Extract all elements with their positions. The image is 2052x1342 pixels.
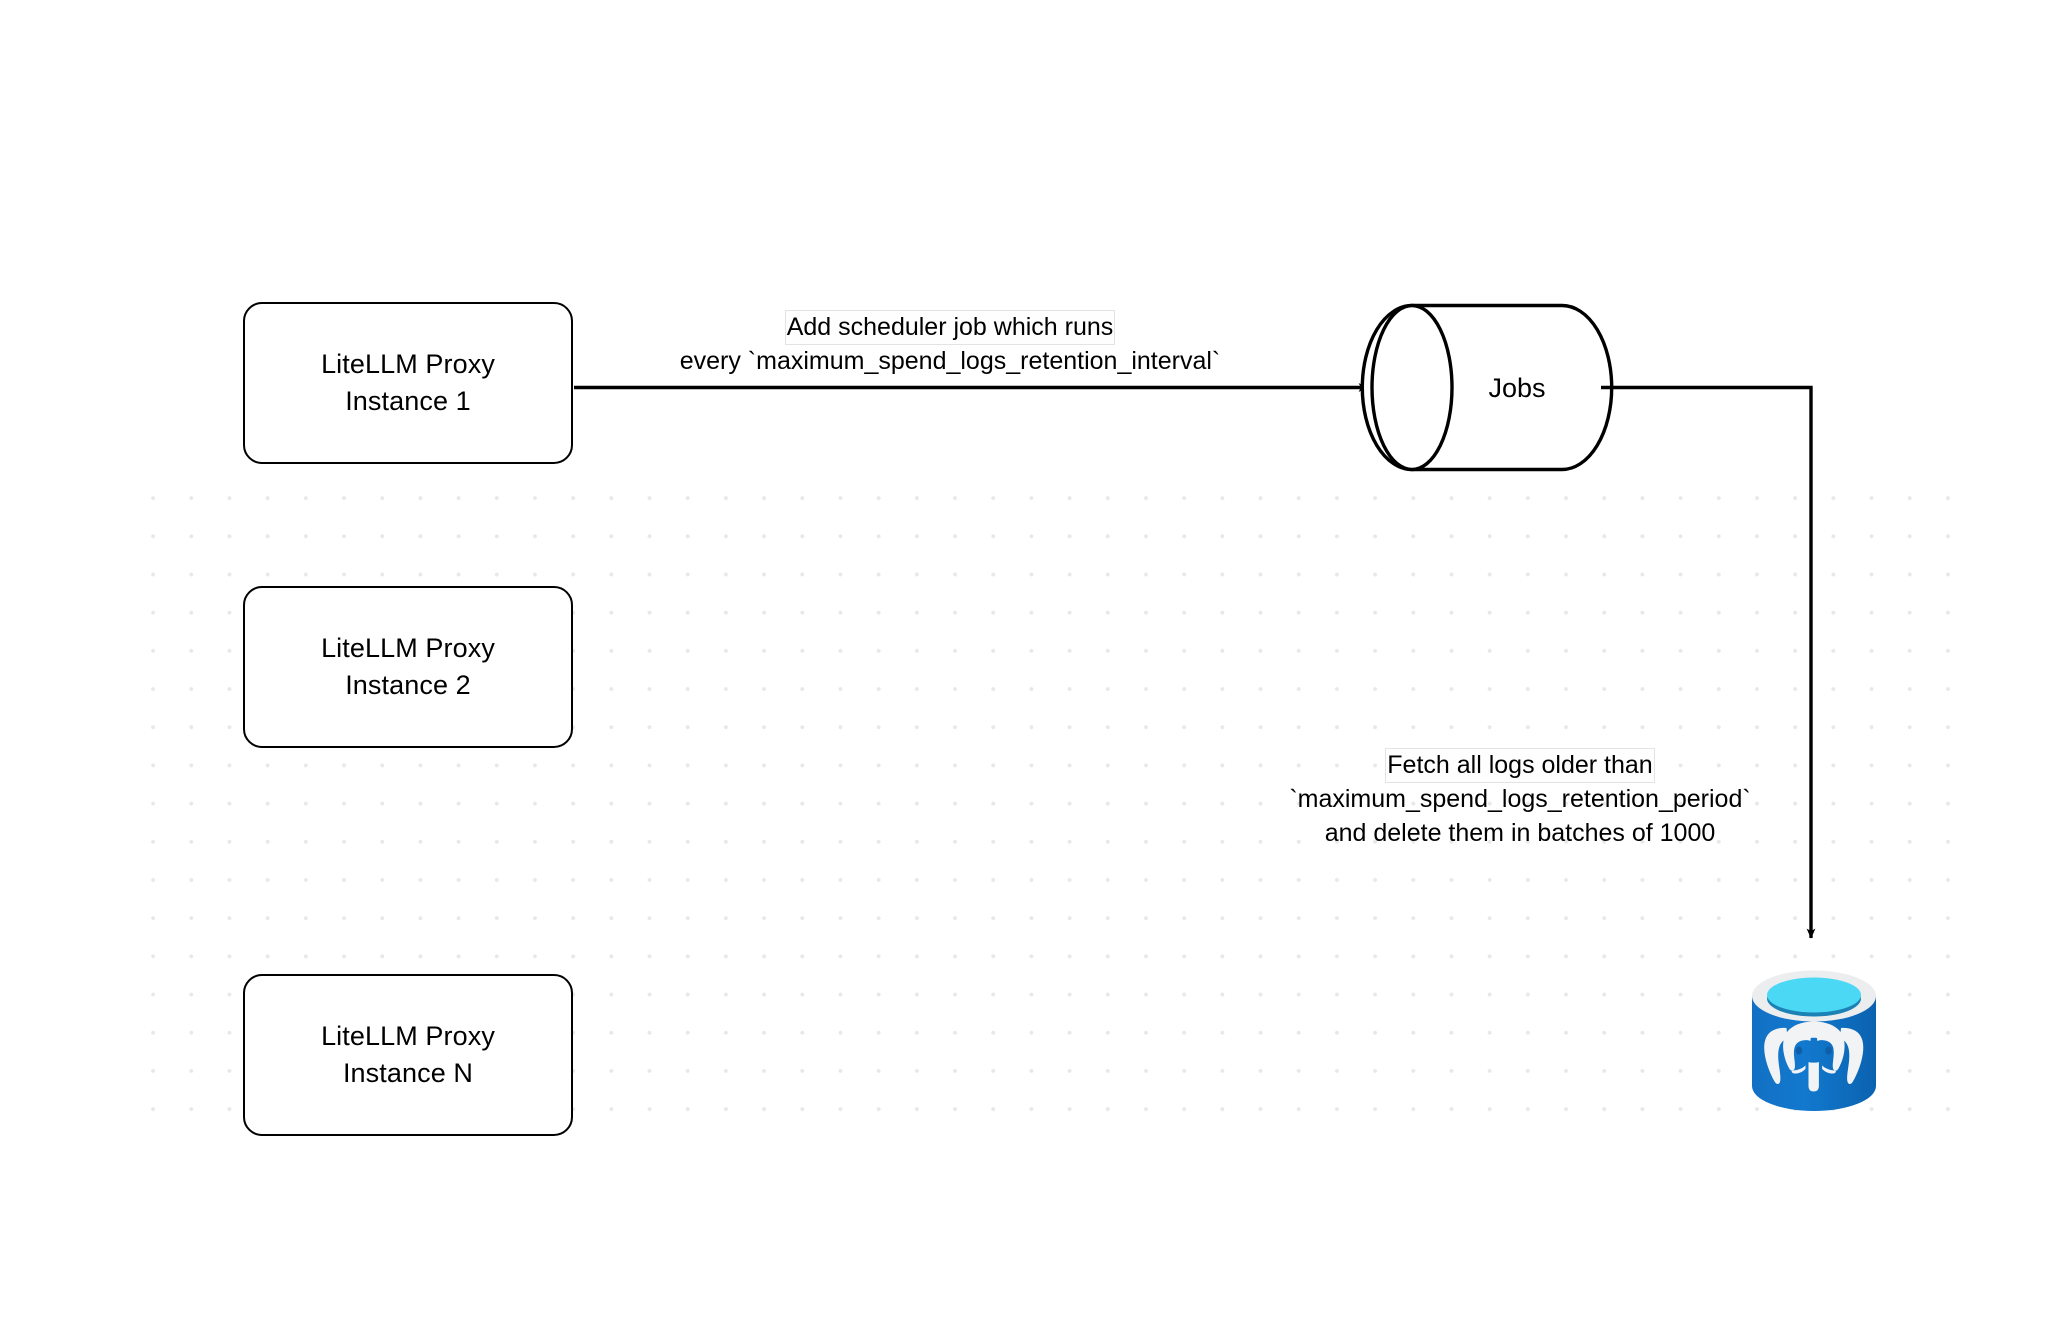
postgresql-database-icon [1752, 970, 1876, 1111]
node-litellm-proxy-instance-n[interactable]: LiteLLM Proxy Instance N [243, 974, 573, 1136]
node-label-line1: LiteLLM Proxy [321, 349, 495, 380]
node-label-line2: Instance N [342, 1058, 474, 1088]
jobs-cylinder-shape [1360, 303, 1614, 472]
edge-label-scheduler: Add scheduler job which runs every `maxi… [600, 310, 1300, 379]
node-label-line2: Instance 1 [345, 386, 471, 416]
edge-fetch-delete-arrow [1601, 385, 1816, 939]
node-jobs-queue-label[interactable]: Jobs [1488, 372, 1546, 403]
edge-label-line-3: and delete them in batches of 1000 [1324, 818, 1716, 847]
edge-label-line-1: Fetch all logs older than [1385, 748, 1655, 784]
edge-label-line-1: Add scheduler job which runs [784, 310, 1116, 346]
node-litellm-proxy-instance-2[interactable]: LiteLLM Proxy Instance 2 [243, 586, 573, 748]
edge-label-line-2: `maximum_spend_logs_retention_period` [1289, 785, 1751, 814]
node-label-line1: LiteLLM Proxy [321, 633, 495, 664]
node-litellm-proxy-instance-1[interactable]: LiteLLM Proxy Instance 1 [243, 302, 573, 464]
edge-label-fetch-delete: Fetch all logs older than `maximum_spend… [1230, 748, 1810, 850]
node-label-line2: Instance 2 [345, 670, 471, 700]
edge-label-line-2: every `maximum_spend_logs_retention_inte… [679, 347, 1221, 376]
node-label-line1: LiteLLM Proxy [321, 1021, 495, 1052]
